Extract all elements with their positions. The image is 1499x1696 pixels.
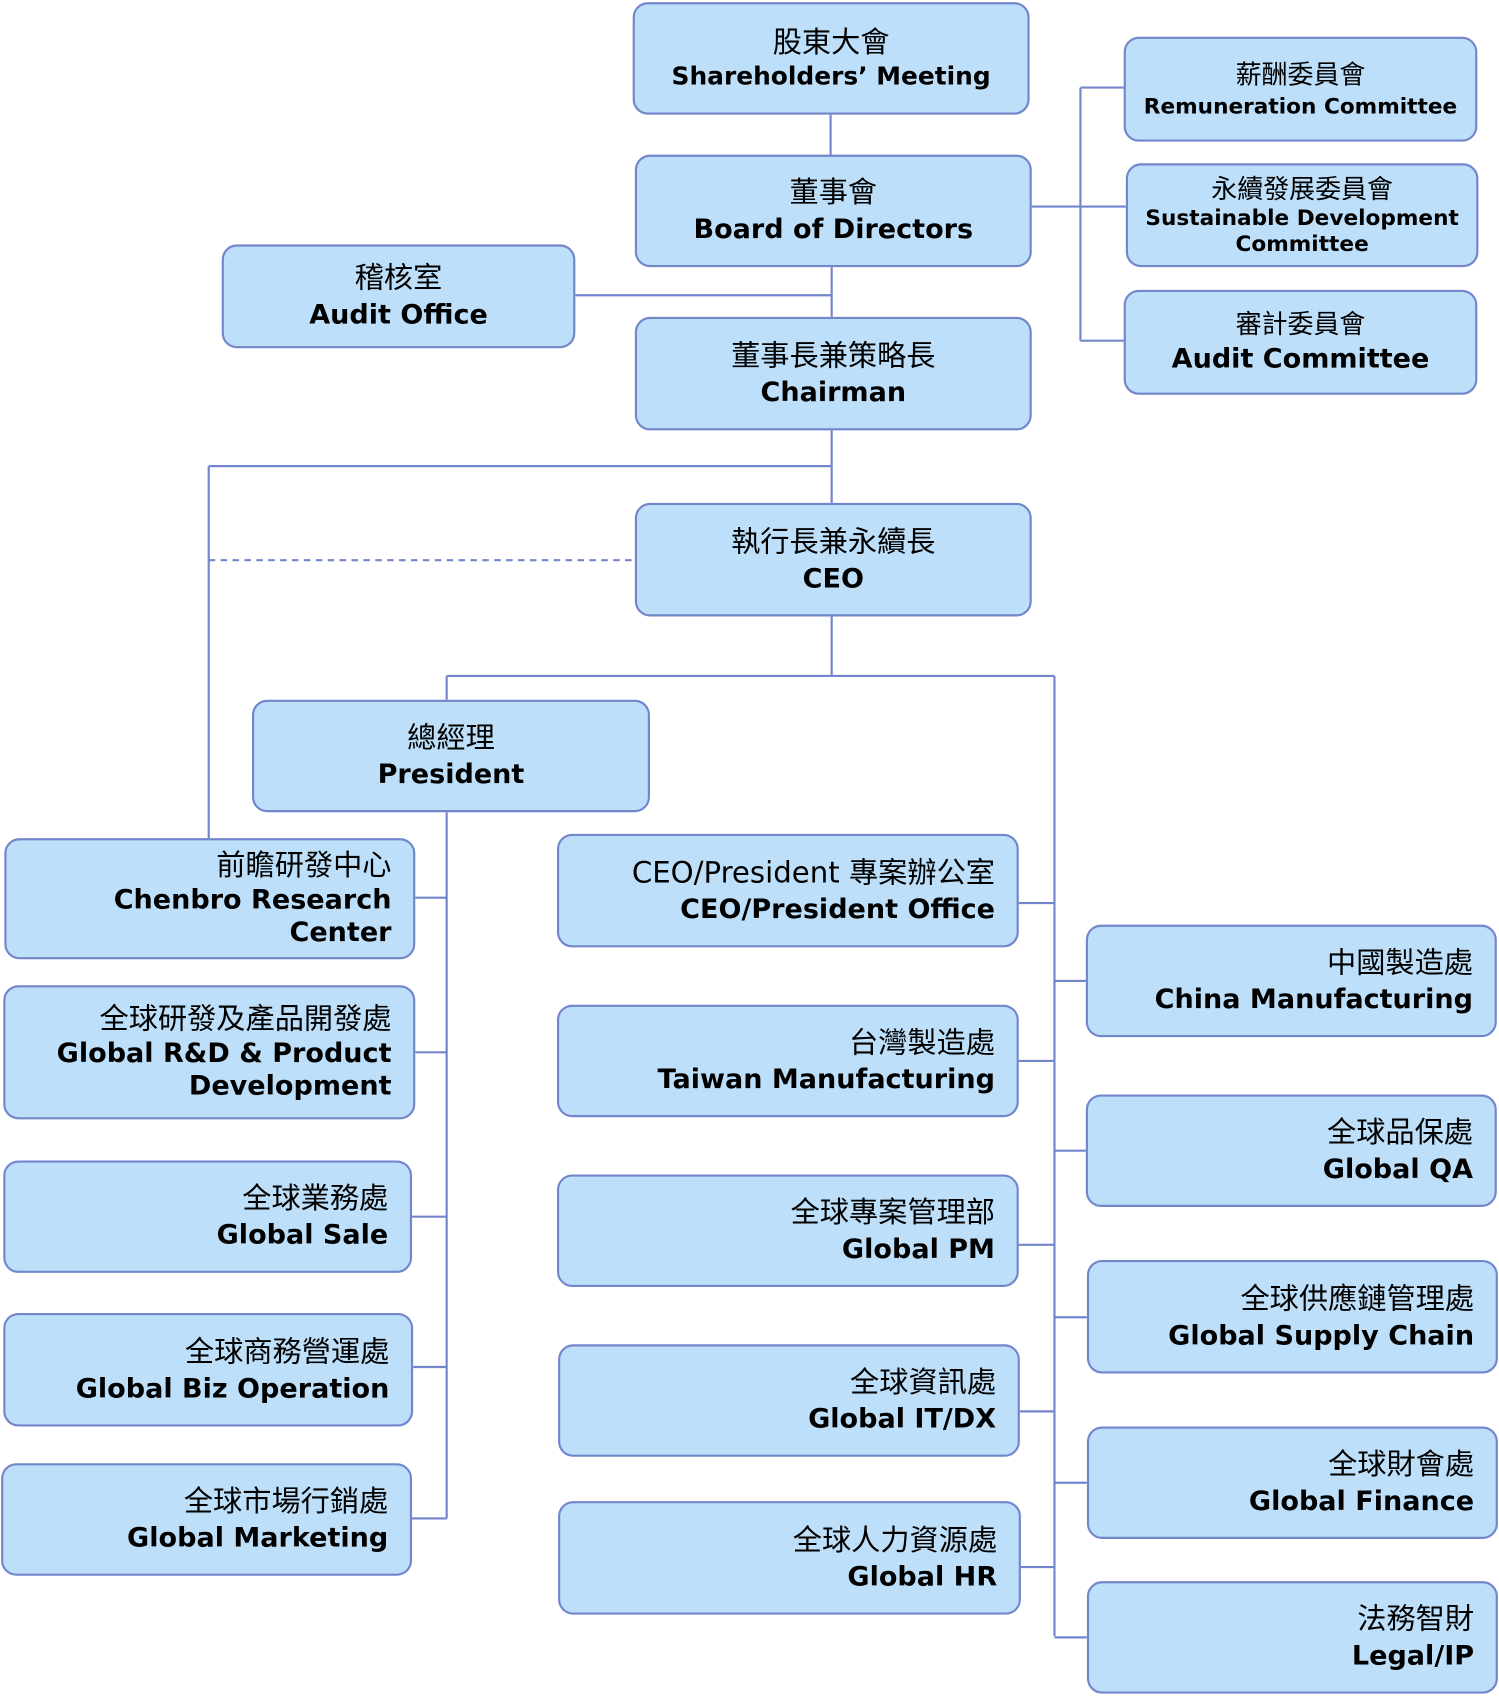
node-zh: 前瞻研發中心 (216, 848, 392, 883)
node-en: Shareholders’ Meeting (671, 62, 991, 91)
node-en: Global R&D & Product Development (56, 1037, 392, 1102)
node-zh: 全球商務營運處 (184, 1335, 390, 1369)
node-en: China Manufacturing (1154, 983, 1474, 1015)
node-zh: 全球財會處 (1328, 1448, 1475, 1482)
node-zh: 執行長兼永續長 (731, 525, 936, 559)
node-zh: 薪酬委員會 (1235, 59, 1366, 90)
node-zh: 全球人力資源處 (792, 1523, 998, 1558)
node-en: Global PM (841, 1233, 995, 1265)
remuneration-committee-node: 薪酬委員會 Remuneration Committee (1123, 36, 1478, 142)
node-zh: 稽核室 (354, 261, 443, 296)
node-en: Global Finance (1248, 1485, 1475, 1517)
node-zh: 全球業務處 (242, 1182, 389, 1216)
node-zh: 全球品保處 (1327, 1116, 1474, 1150)
node-en: Global Supply Chain (1168, 1319, 1475, 1351)
node-zh: 台灣製造處 (848, 1026, 995, 1061)
node-en: Chenbro Research Center (113, 883, 392, 948)
node-zh: 全球供應鏈管理處 (1240, 1282, 1475, 1316)
node-en: Global Biz Operation (75, 1372, 390, 1404)
node-en: Audit Committee (1171, 342, 1430, 375)
node-en: Global Marketing (127, 1521, 389, 1554)
node-en: Audit Office (309, 298, 488, 331)
node-zh: 中國製造處 (1327, 946, 1474, 981)
node-en: President (377, 758, 525, 790)
node-zh: 全球市場行銷處 (183, 1485, 389, 1519)
node-zh: 全球研發及產品開發處 (99, 1002, 392, 1036)
node-zh: 法務智財 (1357, 1603, 1475, 1637)
node-zh: 總經理 (407, 721, 495, 756)
node-en: Board of Directors (693, 213, 974, 245)
node-zh: 審計委員會 (1235, 308, 1366, 340)
node-en: Global Sale (216, 1219, 389, 1251)
node-zh: 永續發展委員會 (1211, 173, 1393, 204)
node-en: Remuneration Committee (1143, 93, 1458, 120)
node-zh: 董事會 (789, 176, 878, 211)
node-en: Taiwan Manufacturing (657, 1063, 995, 1095)
node-en: CEO (802, 562, 864, 594)
node-en: Global HR (847, 1560, 998, 1592)
node-zh: 股東大會 (772, 25, 890, 59)
node-en: Global IT/DX (808, 1403, 997, 1435)
node-zh: 全球專案管理部 (790, 1196, 995, 1230)
node-zh: 董事長兼策略長 (731, 339, 936, 373)
node-en: Global QA (1322, 1153, 1474, 1185)
node-en: CEO/President Office (680, 893, 995, 925)
node-en: Chairman (760, 376, 907, 408)
shareholders-meeting-node: 股東大會 Shareholders’ Meeting (632, 2, 1030, 115)
node-en: Sustainable Development Committee (1145, 204, 1459, 257)
node-en: Legal/IP (1351, 1639, 1475, 1672)
node-zh: CEO/President 專案辦公室 (631, 856, 995, 890)
node-zh: 全球資訊處 (850, 1366, 997, 1400)
